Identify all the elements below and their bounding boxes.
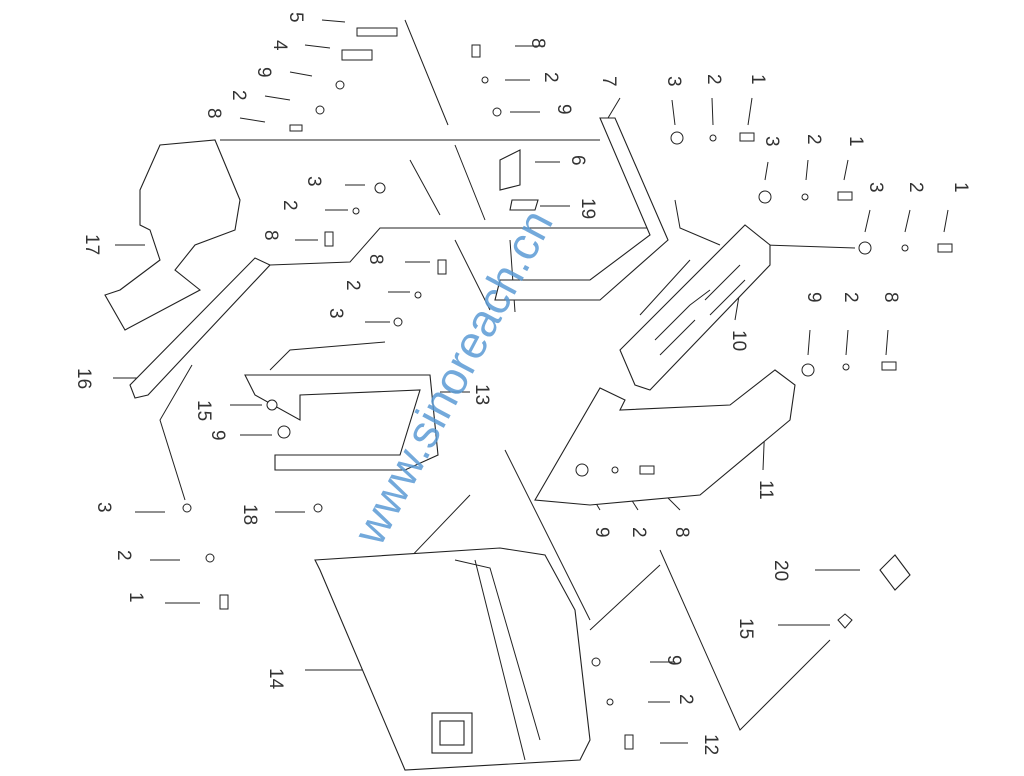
part-10-panel xyxy=(619,224,771,391)
callout-label: 2 xyxy=(540,72,561,83)
callout-label: 3 xyxy=(303,176,324,187)
callout-labels: 5 4 9 2 8 8 2 9 7 6 19 3 2 1 3 2 1 3 2 1… xyxy=(73,12,971,755)
callout-label: 9 xyxy=(591,527,612,538)
callout-label: 15 xyxy=(735,618,756,639)
callout-label: 2 xyxy=(342,280,363,291)
vent-slots xyxy=(654,264,746,356)
callout-label: 9 xyxy=(553,104,574,115)
callout-label: 10 xyxy=(728,330,749,351)
callout-label: 9 xyxy=(663,655,684,666)
part-20-rubber-foot xyxy=(879,554,911,591)
callout-label: 2 xyxy=(905,182,926,193)
callout-label: 2 xyxy=(279,200,300,211)
callout-label: 3 xyxy=(865,182,886,193)
callout-label: 19 xyxy=(577,198,598,219)
callout-label: 9 xyxy=(253,67,274,78)
callout-label: 2 xyxy=(675,694,696,705)
callout-label: 3 xyxy=(93,502,114,513)
part-6-bracket xyxy=(499,149,521,191)
callout-label: 8 xyxy=(365,254,386,265)
callout-label: 17 xyxy=(81,234,102,255)
callout-label: 12 xyxy=(700,734,721,755)
part-19-plate xyxy=(509,199,539,211)
part-14-cover xyxy=(314,547,591,771)
callout-label: 2 xyxy=(228,90,249,101)
callout-label: 1 xyxy=(845,136,866,147)
callout-label: 8 xyxy=(671,527,692,538)
callout-label: 1 xyxy=(125,592,146,603)
callout-label: 11 xyxy=(755,480,776,500)
rocker-switch xyxy=(431,712,473,754)
callout-label: 2 xyxy=(628,527,649,538)
callout-label: 3 xyxy=(663,76,684,87)
callout-label: 6 xyxy=(567,155,588,166)
callout-label: 1 xyxy=(747,74,768,85)
callout-label: 14 xyxy=(265,668,286,690)
part-11-tray xyxy=(534,369,796,506)
part-13-frame xyxy=(244,374,439,471)
callout-label: 8 xyxy=(260,230,281,241)
part-17-cover xyxy=(104,139,241,331)
callout-label: 2 xyxy=(840,292,861,303)
part-7-bracket xyxy=(494,117,669,301)
callout-label: 3 xyxy=(761,136,782,147)
callout-label: 3 xyxy=(325,308,346,319)
callout-label: 16 xyxy=(73,368,94,389)
fasteners xyxy=(182,27,953,750)
callout-label: 8 xyxy=(203,108,224,119)
callout-label: 2 xyxy=(803,134,824,145)
callout-label: 8 xyxy=(880,292,901,303)
callout-label: 2 xyxy=(113,550,134,561)
callout-label: 8 xyxy=(527,38,548,49)
callout-label: 9 xyxy=(207,430,228,441)
callout-label: 1 xyxy=(950,182,971,193)
callout-label: 2 xyxy=(703,74,724,85)
part-16-rail xyxy=(129,257,271,399)
callout-label: 20 xyxy=(770,560,791,581)
callout-label: 7 xyxy=(598,76,619,87)
callout-label: 9 xyxy=(803,292,824,303)
callout-label: 18 xyxy=(239,504,260,525)
callout-label: 13 xyxy=(471,384,492,405)
callout-label: 4 xyxy=(269,40,290,51)
callout-label: 15 xyxy=(193,400,214,421)
callout-label: 5 xyxy=(285,12,306,23)
